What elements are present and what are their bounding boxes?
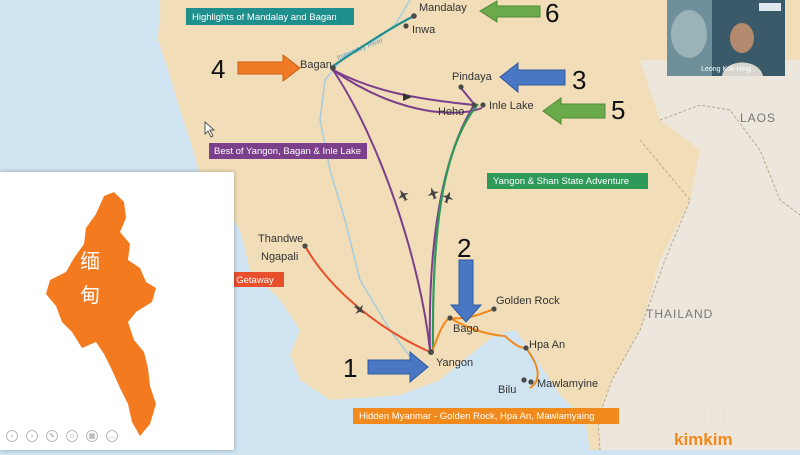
annotation-number-6: 6 [545,0,559,28]
route-arrow-icon [403,93,412,101]
plane-icon [427,187,439,200]
plane-icon [398,189,409,202]
next-icon[interactable]: › [26,430,38,442]
border-laos [659,104,800,216]
annotation-arrow-4 [237,53,301,83]
city-label-mandalay: Mandalay [419,2,467,14]
plane-icon [442,191,454,204]
zoom-watermark: zoom [683,402,741,427]
route-banner-shan [487,173,648,189]
city-label-ngapali: Ngapali [261,251,298,263]
annotation-arrow-2 [449,259,483,323]
city-dot-pindaya [458,84,464,90]
slideshow-controls: ‹ › ✎ ▫ ▦ … [6,430,118,442]
kimkim-logo: kimkim [674,430,733,449]
route-banner-highlights [186,8,354,25]
city-label-bago: Bago [453,323,479,335]
inset-label-line2: 甸 [80,284,100,307]
annotation-arrow-3 [499,61,566,94]
city-label-mawlamyine: Mawlamyine [537,378,598,390]
city-label-yangon: Yangon [436,357,473,369]
route-highlights-line [332,15,415,67]
city-dot-mawlamyine [528,379,534,385]
annotation-number-3: 3 [572,65,586,95]
person-body [722,62,763,76]
route-shan-line [431,103,479,351]
inset-panel: 缅 甸 [0,172,234,450]
route-banner-bestof [209,143,367,159]
inset-canvas: 缅 甸 [46,192,156,436]
city-dot-inwa [403,23,409,29]
participant-video[interactable]: Leong Kok Hing [667,0,785,76]
grid-icon[interactable]: ▦ [86,430,98,442]
annotation-number-2: 2 [457,233,471,263]
city-label-inwa: Inwa [412,24,436,36]
annotation-arrow-1 [367,350,429,384]
person-head [730,23,754,53]
inset-label-line1: 缅 [80,250,100,273]
route-banner-bestof-label: Best of Yangon, Bagan & Inle Lake [214,146,361,157]
annotation-arrow-6 [479,0,541,23]
city-dot-hpa-an [523,345,529,351]
annotation-number-1: 1 [343,353,357,383]
city-label-bagan: Bagan [300,59,332,71]
participant-video-frame [667,0,785,76]
city-dot-yangon [428,349,434,355]
pen-icon[interactable]: ✎ [46,430,58,442]
city-dot-inle [480,102,486,108]
buddha-face-icon [671,10,707,58]
annotation-number-4: 4 [211,54,225,84]
annotation-number-5: 5 [611,95,625,125]
city-label-inle: Inle Lake [489,100,534,112]
route-banner-highlights-label: Highlights of Mandalay and Bagan [192,12,337,23]
participant-name: Leong Kok Hing [701,66,751,73]
country-label-laos: LAOS [740,111,776,125]
route-banner-shan-label: Yangon & Shan State Adventure [493,176,629,187]
route-bestof-line-1 [332,69,431,351]
city-label-heho: Heho [438,106,464,118]
city-label-thandwe: Thandwe [258,233,303,245]
city-dot-bago [447,315,453,321]
city-dot-bilu [521,377,527,383]
city-label-hpa-an: Hpa An [529,339,565,351]
city-dot-heho [471,102,477,108]
land-neighbours [598,60,800,450]
route-banner-hidden [353,408,619,424]
city-dot-golden-rock [491,306,497,312]
logo-badge [759,3,781,11]
city-label-pindaya: Pindaya [452,71,493,83]
annotation-arrow-5 [542,97,606,125]
city-dot-bagan [330,65,336,71]
eraser-icon[interactable]: ▫ [66,430,78,442]
city-label-golden-rock: Golden Rock [496,295,560,307]
city-dot-thandwe [302,243,308,249]
city-label-bilu: Bilu [498,384,516,396]
mouse-cursor-icon [204,121,216,138]
more-icon[interactable]: … [106,430,118,442]
route-banner-hidden-label: Hidden Myanmar - Golden Rock, Hpa An, Ma… [359,411,595,422]
route-banner-beach-label: each Getaway [213,275,274,286]
country-label-thailand: THAILAND [646,307,713,321]
previous-icon[interactable]: ‹ [6,430,18,442]
myanmar-silhouette [46,192,156,436]
route-bestof-pindaya-spur [460,87,475,105]
city-dot-mandalay [411,13,417,19]
plane-icon [353,304,365,314]
